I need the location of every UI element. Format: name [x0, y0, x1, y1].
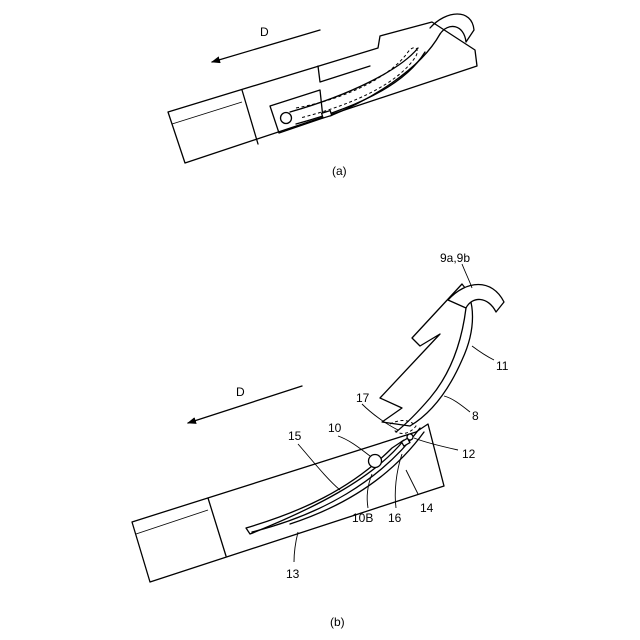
- cam-slot-hidden-a: [296, 48, 417, 118]
- slider-window-a: [270, 90, 323, 133]
- leader-8: [444, 396, 470, 412]
- direction-arrow-b: [188, 386, 302, 423]
- leader-12: [414, 438, 458, 450]
- leader-10: [338, 436, 370, 456]
- figure-a: D (a): [168, 14, 477, 178]
- tube-partition-a: [242, 90, 258, 144]
- pin-10: [369, 455, 382, 468]
- caption-a: (a): [332, 164, 347, 178]
- caption-b: (b): [330, 615, 345, 629]
- direction-label-b: D: [236, 385, 245, 399]
- ref-10B: 10B: [352, 511, 373, 525]
- slot-arm-15: [246, 440, 404, 534]
- housing-a: [168, 22, 477, 163]
- tube-inner-edge-b: [136, 510, 208, 534]
- ref-10: 10: [328, 421, 342, 435]
- tube-partition-b: [208, 498, 226, 556]
- slider-step-a: [318, 66, 370, 82]
- ref-15: 15: [288, 429, 302, 443]
- figure-b: D 9a,9b 11: [132, 251, 509, 629]
- ref-8: 8: [472, 409, 479, 423]
- direction-label-a: D: [260, 25, 269, 39]
- ref-12: 12: [462, 447, 476, 461]
- leader-13: [294, 532, 298, 562]
- part-16: [401, 438, 410, 446]
- ref-17: 17: [356, 391, 370, 405]
- ref-13: 13: [286, 567, 300, 581]
- leader-14: [406, 470, 418, 494]
- ref-16: 16: [388, 511, 402, 525]
- guide-channel-a: [290, 48, 425, 124]
- tube-inner-edge-a: [172, 102, 242, 124]
- ref-9a-9b: 9a,9b: [440, 251, 470, 265]
- ref-14: 14: [420, 501, 434, 515]
- latch-a: [322, 111, 332, 118]
- leader-9a-9b: [462, 264, 472, 288]
- hook-a: [430, 14, 474, 42]
- pin-a: [281, 113, 292, 124]
- leader-11: [472, 346, 494, 360]
- ref-11: 11: [496, 359, 509, 373]
